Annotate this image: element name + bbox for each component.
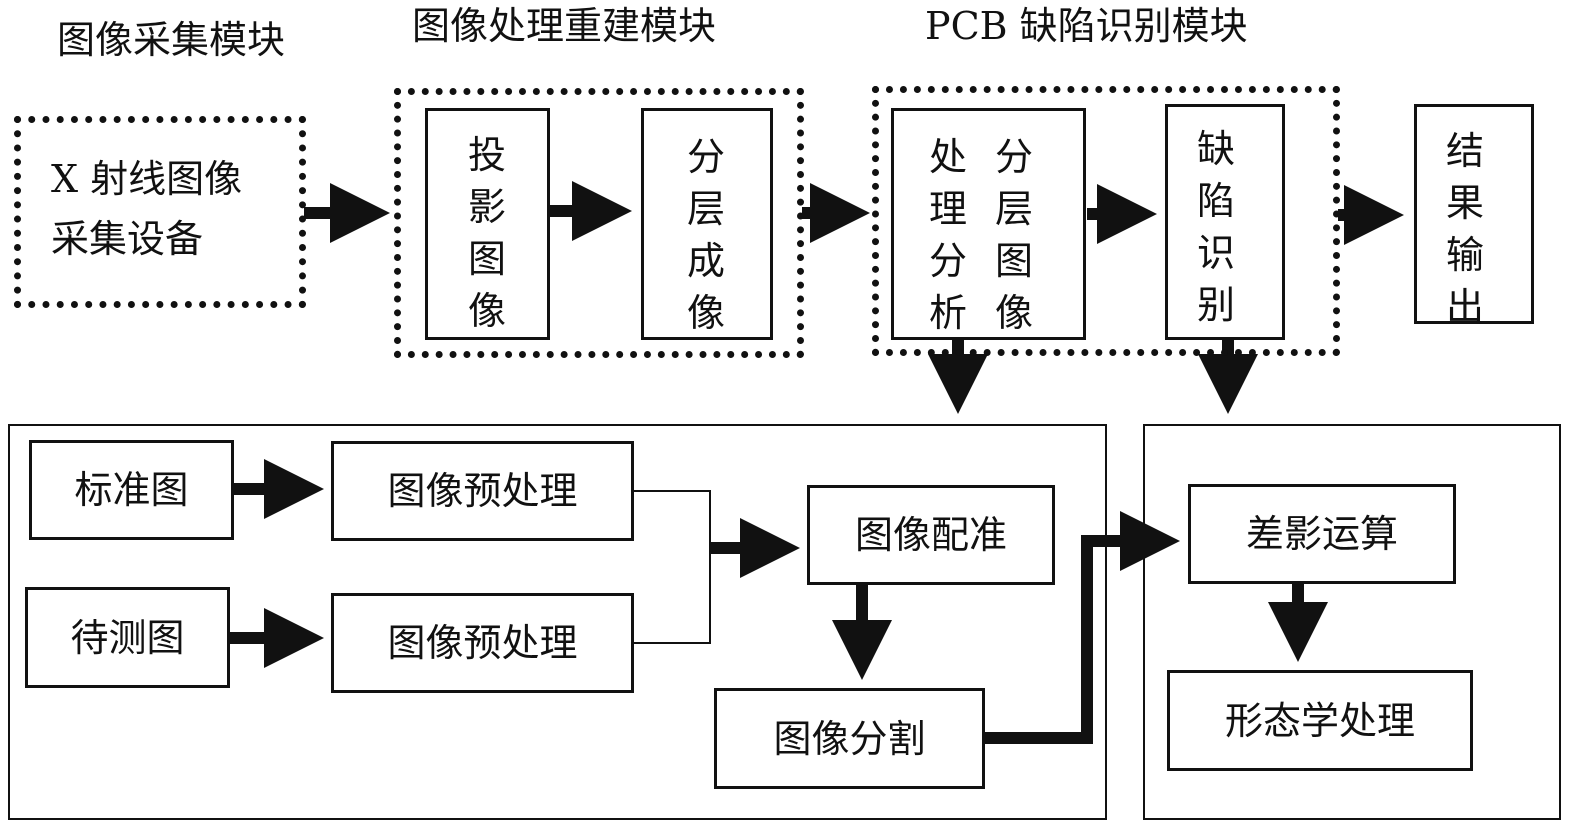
group-acquisition: X 射线图像 采集设备 bbox=[14, 116, 306, 308]
morphology-label: 形态学处理 bbox=[1224, 698, 1415, 743]
projection-label: 投影图像 bbox=[467, 133, 506, 333]
standard-image-label: 标准图 bbox=[74, 468, 189, 512]
xray-line-1: X 射线图像 bbox=[51, 157, 243, 201]
box-layer-analysis: 处理分析 分层图像 bbox=[891, 108, 1086, 340]
title-processing-module: 图像处理重建模块 bbox=[412, 4, 717, 48]
test-image-label: 待测图 bbox=[70, 615, 185, 660]
box-preprocess-standard: 图像预处理 bbox=[331, 441, 634, 541]
image-registration-label: 图像配准 bbox=[854, 513, 1007, 557]
box-test-image: 待测图 bbox=[25, 587, 230, 688]
box-projection: 投影图像 bbox=[425, 108, 550, 340]
layer-analysis-col2: 分层图像 bbox=[994, 135, 1033, 335]
merge-line-top bbox=[634, 490, 711, 548]
panel-image-analysis bbox=[8, 424, 1107, 820]
difference-operation-label: 差影运算 bbox=[1245, 512, 1398, 556]
box-preprocess-test: 图像预处理 bbox=[331, 593, 634, 693]
xray-line-2: 采集设备 bbox=[51, 217, 204, 261]
panel-defect-processing bbox=[1143, 424, 1561, 820]
box-standard-image: 标准图 bbox=[29, 440, 234, 540]
preprocess-standard-label: 图像预处理 bbox=[387, 469, 578, 513]
box-image-segmentation: 图像分割 bbox=[714, 688, 985, 789]
defect-recognition-label: 缺陷识别 bbox=[1196, 127, 1235, 327]
box-difference-operation: 差影运算 bbox=[1188, 484, 1456, 584]
group-processing bbox=[394, 88, 804, 358]
merge-line-bottom bbox=[634, 548, 711, 644]
box-result-output: 结果输出 bbox=[1414, 104, 1534, 329]
title-acquisition-module: 图像采集模块 bbox=[57, 18, 286, 62]
layer-analysis-col1: 处理分析 bbox=[928, 135, 967, 335]
layered-imaging-label: 分层成像 bbox=[686, 135, 725, 335]
result-output-label: 结果输出 bbox=[1445, 129, 1484, 329]
title-pcb-module: PCB 缺陷识别模块 bbox=[925, 4, 1248, 48]
preprocess-test-label: 图像预处理 bbox=[387, 621, 578, 665]
group-pcb bbox=[872, 86, 1340, 356]
image-segmentation-label: 图像分割 bbox=[773, 716, 926, 761]
box-defect-recognition: 缺陷识别 bbox=[1165, 104, 1285, 340]
box-layered-imaging: 分层成像 bbox=[641, 108, 773, 340]
box-image-registration: 图像配准 bbox=[807, 485, 1055, 585]
arrow-segmentation-to-difference bbox=[985, 511, 1180, 744]
box-morphology: 形态学处理 bbox=[1167, 670, 1473, 771]
